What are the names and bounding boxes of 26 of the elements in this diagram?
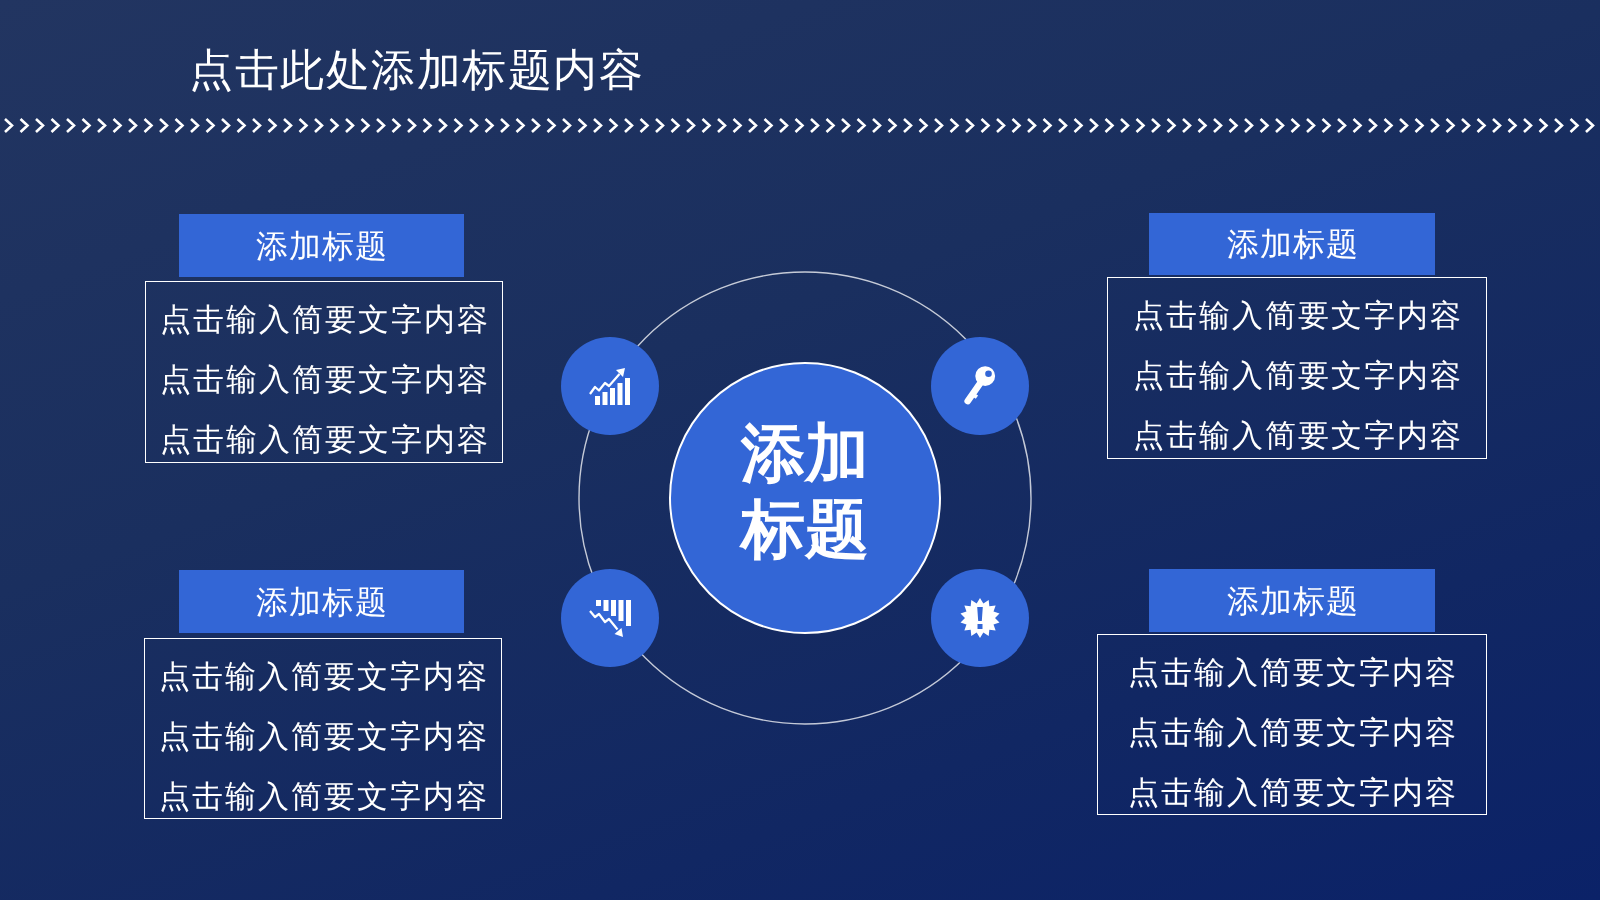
body-text: 点击输入简要文字内容: [158, 717, 489, 756]
header-text: 添加标题: [255, 225, 388, 266]
header-bar: [179, 214, 464, 277]
header-text: 添加标题: [255, 581, 388, 622]
body-text: 点击输入简要文字内容: [1127, 773, 1458, 812]
text-box: [1097, 634, 1487, 815]
header-bar: [1149, 569, 1435, 632]
body-text: 点击输入简要文字内容: [158, 657, 489, 696]
body-text: 点击输入简要文字内容: [159, 420, 490, 459]
header-bar: [179, 570, 464, 633]
body-text: 点击输入简要文字内容: [159, 360, 490, 399]
header-bar: [1149, 213, 1435, 275]
body-text: 点击输入简要文字内容: [1132, 296, 1463, 335]
text-box: [1107, 277, 1487, 459]
body-text: 点击输入简要文字内容: [1127, 713, 1458, 752]
text-box: [144, 638, 502, 819]
body-text: 点击输入简要文字内容: [1132, 356, 1463, 395]
header-text: 添加标题: [1225, 580, 1359, 621]
header-text: 添加标题: [1225, 224, 1359, 264]
body-text: 点击输入简要文字内容: [159, 300, 490, 339]
body-text: 点击输入简要文字内容: [1132, 416, 1463, 455]
center-title: 添加标题: [738, 415, 870, 567]
body-text: 点击输入简要文字内容: [158, 777, 489, 816]
text-box: [145, 281, 503, 463]
slide-title: 点击此处添加标题内容: [189, 43, 644, 97]
body-text: 点击输入简要文字内容: [1127, 653, 1458, 692]
